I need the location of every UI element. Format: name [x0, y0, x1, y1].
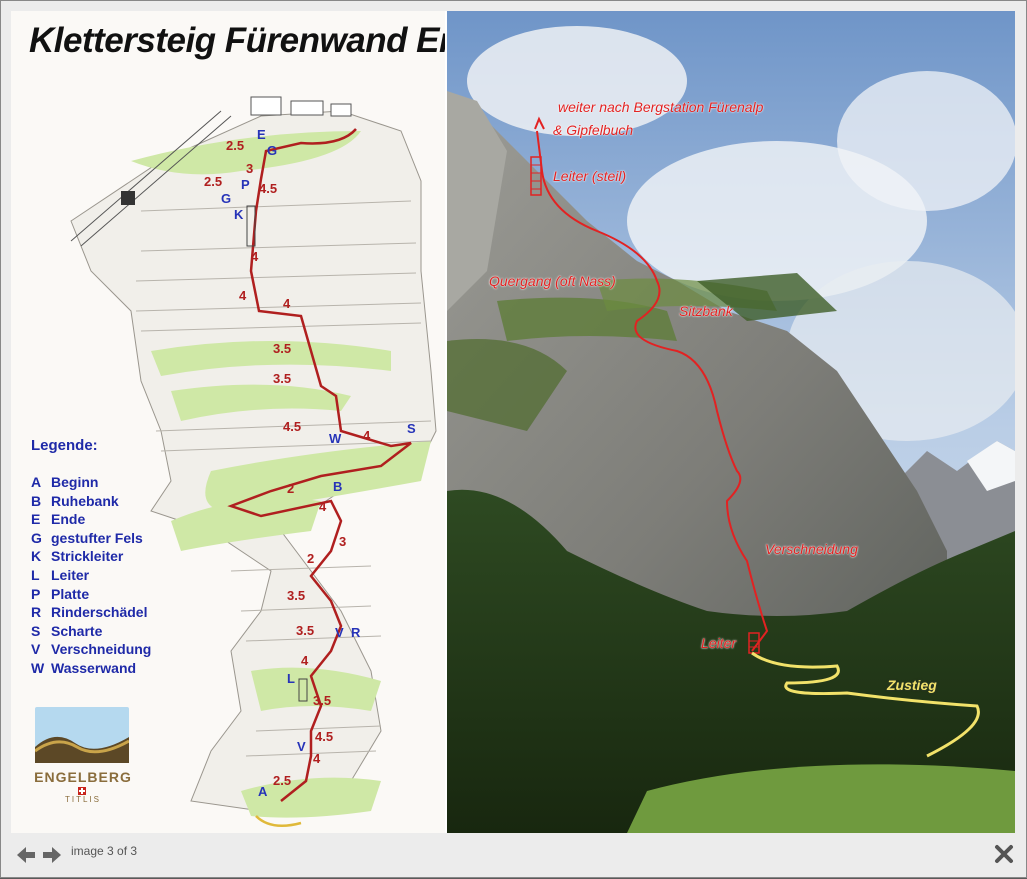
- grade-label: 2.5: [273, 773, 292, 788]
- logo-mountain: [34, 707, 130, 763]
- arrow-left-icon: [17, 847, 35, 863]
- topo-map: Klettersteig Fürenwand Engelberg Legende…: [11, 11, 583, 833]
- engelberg-logo: ENGELBERG TITLIS: [33, 707, 133, 817]
- grade-label: 3.5: [287, 588, 306, 603]
- lightbox-image[interactable]: Klettersteig Fürenwand Engelberg Legende…: [11, 11, 1015, 833]
- grade-label: 4: [283, 296, 291, 311]
- grade-label: 3.5: [273, 341, 292, 356]
- point-label: P: [241, 177, 250, 192]
- grade-label: 4: [301, 653, 309, 668]
- logo-sub: TITLIS: [64, 795, 101, 804]
- legend-heading: Legende:: [31, 437, 98, 454]
- logo-name: ENGELBERG: [34, 769, 132, 785]
- grade-label: 2: [307, 551, 315, 566]
- photo-drawing: [447, 11, 1015, 833]
- grade-label: 2.5: [204, 174, 223, 189]
- route-label: Leiter (steil): [553, 168, 627, 184]
- panel-divider: [445, 11, 448, 833]
- point-label: E: [257, 127, 266, 142]
- lightbox-controls: image 3 of 3: [1, 835, 1027, 879]
- route-label: Leiter: [701, 635, 737, 651]
- arrow-right-icon: [43, 847, 61, 863]
- point-label: S: [407, 421, 416, 436]
- next-button[interactable]: [41, 845, 63, 865]
- point-label: R: [351, 625, 361, 640]
- point-label: W: [329, 431, 342, 446]
- image-counter: image 3 of 3: [71, 844, 138, 858]
- grade-label: 3.5: [296, 623, 315, 638]
- grade-label: 4: [319, 499, 327, 514]
- grade-label: 2.5: [226, 138, 245, 153]
- topo-drawing: [70, 96, 437, 828]
- point-label: V: [335, 625, 344, 640]
- grade-label: 3: [246, 161, 254, 176]
- point-label: V: [297, 739, 306, 754]
- route-label: weiter nach Bergstation Fürenalp: [558, 99, 764, 115]
- route-label: Sitzbank: [679, 303, 733, 319]
- grade-label: 4.5: [283, 419, 302, 434]
- rock-face-photo: weiter nach Bergstation Fürenalp & Gipfe…: [447, 11, 1015, 833]
- grade-label: 4: [363, 428, 371, 443]
- close-icon: [995, 845, 1013, 863]
- grade-label: 3.5: [313, 693, 332, 708]
- point-label: K: [234, 207, 244, 222]
- grade-label: 4.5: [315, 729, 334, 744]
- grade-label: 4.5: [259, 181, 278, 196]
- point-label: G: [221, 191, 232, 206]
- route-label: Zustieg: [887, 677, 937, 693]
- grade-label: 4: [251, 249, 259, 264]
- route-label: & Gipfelbuch: [553, 122, 634, 138]
- grade-label: 2: [287, 481, 295, 496]
- grade-label: 3: [339, 534, 347, 549]
- point-label: B: [333, 479, 343, 494]
- route-label: Verschneidung: [765, 541, 858, 557]
- close-button[interactable]: [994, 844, 1014, 864]
- swiss-cross-icon: [78, 787, 86, 795]
- prev-button[interactable]: [15, 845, 37, 865]
- grade-label: 4: [239, 288, 247, 303]
- grade-label: 3.5: [273, 371, 292, 386]
- point-label: A: [258, 784, 268, 799]
- grade-label: 4: [313, 751, 321, 766]
- point-label: G: [267, 143, 278, 158]
- point-label: L: [287, 671, 295, 686]
- route-label: Quergang (oft Nass): [489, 273, 616, 289]
